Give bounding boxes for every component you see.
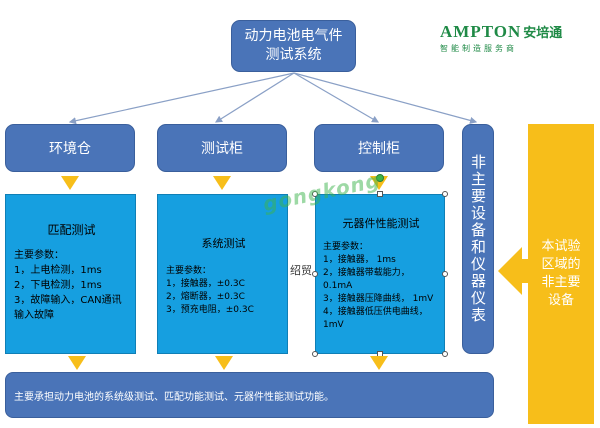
panel-matching-test-params: 主要参数： 1，上电检测，1ms 2，下电检测，1ms 3，故障输入，CAN通讯… — [14, 250, 122, 321]
arrow-environment-to-panel — [61, 176, 79, 190]
panel-matching-test: 匹配测试 主要参数： 1，上电检测，1ms 2，下电检测，1ms 3，故障输入，… — [5, 194, 136, 354]
arrow-test-cabinet-to-panel — [213, 176, 231, 190]
bottom-summary-bar: 主要承担动力电池的系统级测试、匹配功能测试、元器件性能测试功能。 — [5, 372, 494, 418]
selection-handle-bottom-right[interactable] — [442, 351, 448, 357]
instruments-vertical-label: 非主要设备和仪器仪表 — [469, 154, 487, 324]
side-note-box: 本试验 区域的 非主要 设备 — [528, 124, 594, 424]
panel-matching-test-title: 匹配测试 — [47, 223, 96, 237]
category-control-cabinet: 控制柜 — [314, 124, 444, 172]
side-note-arrow — [498, 247, 522, 295]
category-test-cabinet: 测试柜 — [157, 124, 287, 172]
logo-cn-name: 安培通 — [523, 26, 563, 41]
stray-text: 绍贸 — [290, 264, 312, 277]
connector-to-environment — [68, 72, 295, 125]
category-environment-chamber: 环境仓 — [5, 124, 135, 172]
logo-slogan: 智能制造服务商 — [440, 44, 517, 53]
bottom-summary-text: 主要承担动力电池的系统级测试、匹配功能测试、元器件性能测试功能。 — [14, 391, 334, 403]
connector-to-control-cabinet — [293, 72, 380, 123]
connector-to-test-cabinet — [214, 72, 295, 123]
instruments-vertical-box: 非主要设备和仪器仪表 — [462, 124, 494, 354]
connector-to-instruments — [293, 72, 478, 124]
panel-system-test: 系统测试 主要参数： 1，接触器，±0.3C 2，熔断器，±0.3C 3，预充电… — [157, 194, 288, 354]
selection-handle-top-right[interactable] — [442, 191, 448, 197]
rotate-handle-icon[interactable] — [376, 174, 384, 182]
selection-handle-bottom-left[interactable] — [312, 351, 318, 357]
selection-handle-top-left[interactable] — [312, 191, 318, 197]
selection-handle-top-mid[interactable] — [377, 191, 383, 197]
arrow-matching-to-bottom — [68, 356, 86, 370]
selection-handle-mid-right[interactable] — [442, 271, 448, 277]
system-title-box: 动力电池电气件 测试系统 — [231, 20, 356, 72]
panel-system-test-title: 系统测试 — [201, 237, 246, 250]
side-note-arrow-tail — [522, 259, 530, 283]
panel-system-test-params: 主要参数： 1，接触器，±0.3C 2，熔断器，±0.3C 3，预充电阻，±0.… — [166, 266, 254, 315]
logo-name: AMPTON — [440, 22, 522, 41]
panel-component-test-params: 主要参数： 1，接触器， 1ms 2，接触器带载能力， 0.1mA 3，接触器压… — [323, 242, 434, 330]
arrow-component-to-bottom — [370, 356, 388, 370]
panel-component-test-title: 元器件性能测试 — [342, 217, 420, 230]
arrow-system-to-bottom — [215, 356, 233, 370]
selection-handle-mid-left[interactable] — [312, 271, 318, 277]
logo: AMPTON 安培通 智能制造服务商 — [440, 22, 590, 62]
panel-component-test[interactable]: 元器件性能测试 主要参数： 1，接触器， 1ms 2，接触器带载能力， 0.1m… — [315, 194, 445, 354]
